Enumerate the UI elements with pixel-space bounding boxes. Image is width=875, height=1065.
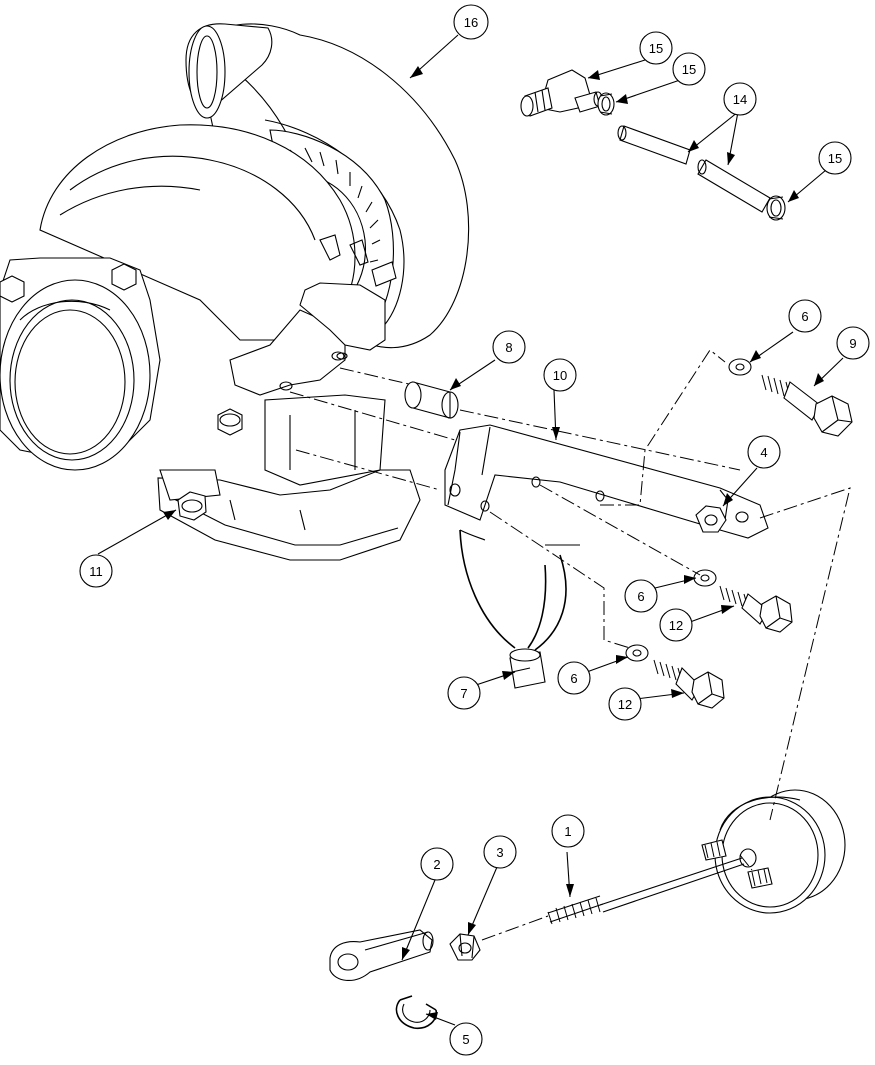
callout-12a: 12: [659, 608, 693, 642]
turbocharger: [0, 23, 470, 561]
svg-text:14: 14: [733, 92, 747, 107]
callout-8: 8: [492, 330, 526, 364]
callout-2: 2: [420, 847, 454, 881]
svg-text:3: 3: [496, 845, 503, 860]
callout-6b: 6: [624, 579, 658, 613]
callout-7: 7: [447, 676, 481, 710]
nut-3: [449, 933, 481, 961]
rod-end-2: [329, 929, 434, 981]
svg-text:7: 7: [460, 686, 467, 701]
callout-6a: 6: [788, 299, 822, 333]
bolt-9: [761, 374, 853, 437]
clip-5: [395, 995, 438, 1030]
hose-clamp-15a: [597, 92, 615, 116]
leader-arrowheads: [163, 66, 824, 1020]
bolt-12a: [719, 585, 793, 633]
callout-6c: 6: [557, 661, 591, 695]
svg-text:5: 5: [462, 1032, 469, 1047]
location-curves: [459, 529, 580, 651]
assembly-centerlines: [289, 349, 851, 941]
svg-text:10: 10: [553, 368, 567, 383]
callout-15b: 15: [818, 141, 852, 175]
callout-14: 14: [723, 82, 757, 116]
callout-15a: 15: [672, 52, 706, 86]
svg-text:6: 6: [570, 671, 577, 686]
callout-9: 9: [836, 326, 870, 360]
svg-text:11: 11: [89, 564, 103, 579]
svg-text:16: 16: [464, 15, 478, 30]
spacer-8: [404, 381, 459, 419]
wastegate-actuator-1: [547, 789, 846, 925]
svg-text:9: 9: [849, 336, 856, 351]
callout-bubbles: 16 15 15 14 15 6 9 8: [79, 4, 870, 1056]
svg-text:15: 15: [649, 41, 663, 56]
hose-clamp-15b: [766, 195, 786, 221]
svg-text:2: 2: [433, 857, 440, 872]
callout-11: 11: [79, 554, 113, 588]
spacer-7: [509, 648, 546, 689]
washer-6a: [728, 358, 752, 376]
callout-4: 4: [747, 435, 781, 469]
callout-5: 5: [449, 1022, 483, 1056]
washer-6c: [625, 644, 649, 662]
svg-text:15: 15: [828, 151, 842, 166]
hose-14: [617, 125, 771, 213]
bolt-12b: [653, 659, 725, 709]
svg-text:12: 12: [618, 697, 632, 712]
callout-16: 16: [453, 4, 489, 40]
callout-13: 15: [639, 31, 673, 65]
svg-text:1: 1: [564, 824, 571, 839]
callout-1: 1: [551, 814, 585, 848]
svg-text:12: 12: [669, 618, 683, 633]
washer-6b: [693, 569, 717, 587]
callout-12b: 12: [608, 687, 642, 721]
elbow-fitting-13: [520, 69, 603, 117]
svg-text:8: 8: [505, 340, 512, 355]
svg-text:6: 6: [637, 589, 644, 604]
callout-10: 10: [543, 358, 577, 392]
svg-text:6: 6: [801, 309, 808, 324]
bracket-10: [444, 424, 769, 539]
svg-text:15: 15: [682, 62, 696, 77]
svg-text:4: 4: [760, 445, 767, 460]
nut-4: [695, 505, 727, 533]
callout-3: 3: [483, 835, 517, 869]
